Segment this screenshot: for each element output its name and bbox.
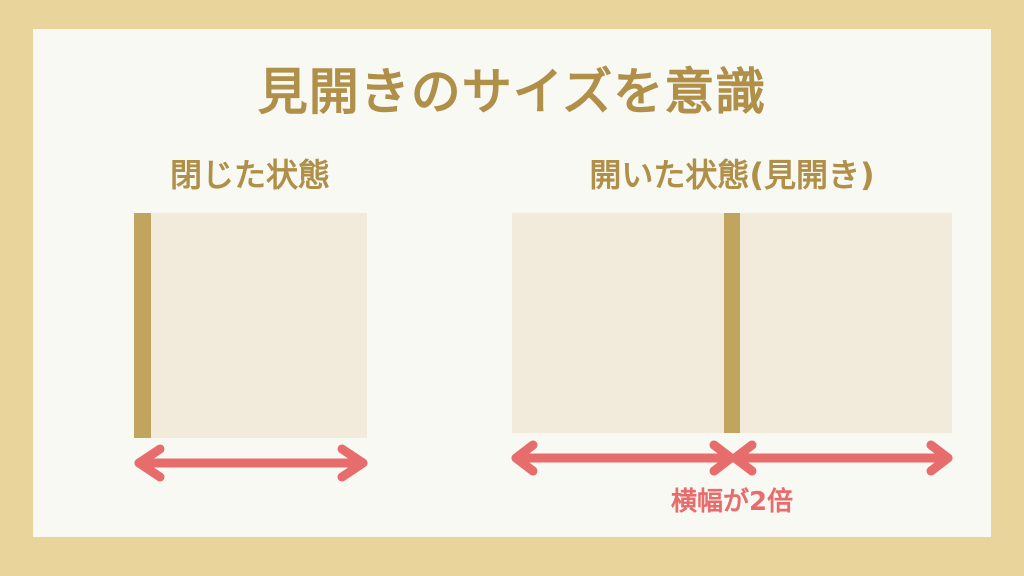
open-heading: 開いた状態(見開き) — [589, 156, 875, 194]
closed-book-spine — [134, 213, 151, 438]
open-right-width-arrow — [730, 440, 953, 476]
closed-heading: 閉じた状態 — [169, 156, 330, 194]
width-double-label: 横幅が2倍 — [670, 487, 794, 517]
main-title: 見開きのサイズを意識 — [257, 63, 767, 121]
closed-book-page — [134, 213, 367, 438]
open-book-spine — [724, 213, 740, 433]
open-left-width-arrow — [511, 440, 736, 476]
closed-width-arrow — [134, 444, 368, 482]
